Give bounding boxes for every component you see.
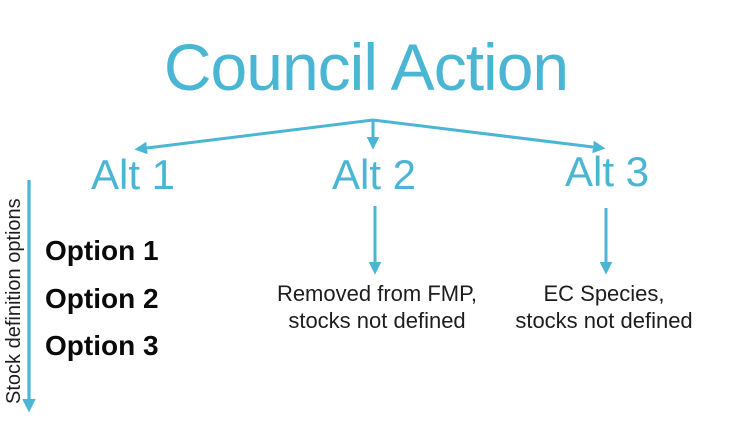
option-item-1: Option 1 [45, 235, 159, 266]
outcome-note-alt2-line1: Removed from FMP, [276, 281, 478, 306]
outcome-note-alt3-line2: stocks not defined [515, 308, 693, 333]
branch-label-alt2: Alt 2 [331, 151, 417, 198]
stock-definition-axis-label: Stock definition options [3, 198, 25, 404]
option-item-3: Option 3 [45, 330, 159, 361]
branch-arrow-alt1 [134, 118, 374, 155]
outcome-note-alt2-line2: stocks not defined [288, 308, 466, 333]
options-list: Option 1 Option 2 Option 3 [45, 227, 159, 370]
outcome-note-alt2: Removed from FMP, stocks not defined [252, 280, 502, 334]
branch-arrow-alt3 [372, 118, 606, 154]
branch-label-alt1: Alt 1 [90, 151, 176, 198]
page-title: Council Action [163, 30, 569, 104]
option-item-2: Option 2 [45, 282, 159, 314]
outcome-note-alt3-line1: EC Species, [543, 281, 665, 306]
branch-label-alt3: Alt 3 [564, 148, 650, 195]
outcome-note-alt3: EC Species, stocks not defined [479, 280, 729, 334]
